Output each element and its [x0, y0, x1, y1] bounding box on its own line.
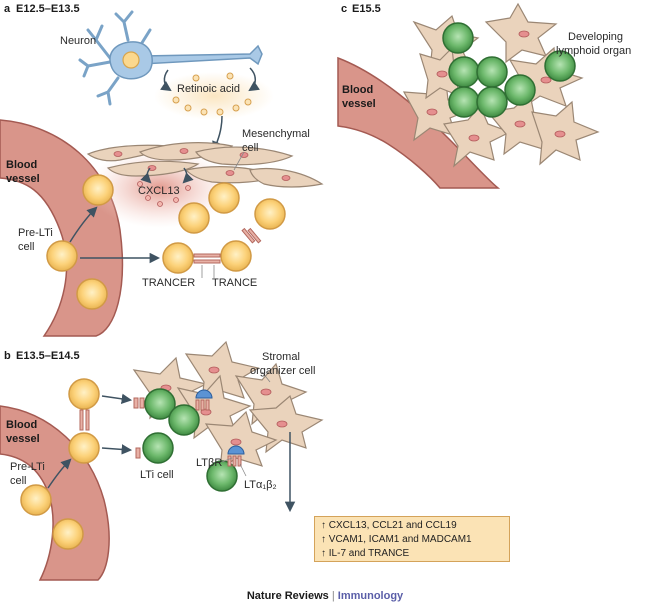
panel-b-letter: b [4, 350, 11, 362]
panel-c-stage: E15.5 [352, 3, 381, 15]
ltbr-receptors [195, 389, 245, 455]
ltbr-label: LTβR [196, 457, 222, 469]
neuron-label: Neuron [60, 35, 96, 47]
blood-vessel-b-label-2: vessel [6, 433, 40, 445]
up-arrow-icon: ↑ [321, 520, 326, 531]
pre-lti-label-a-1: Pre-LTi [18, 227, 53, 239]
panel-b-stage: E13.5–E14.5 [16, 350, 80, 362]
ltbr-pointer [221, 457, 233, 463]
journal-footer: Nature Reviews | Immunology [0, 590, 650, 602]
panel-a-stage: E12.5–E13.5 [16, 3, 80, 15]
blood-vessel-b-label-1: Blood [6, 419, 37, 431]
up-arrow-icon: ↑ [321, 534, 326, 545]
upregulated-item-1: CXCL13, CCL21 and CCL19 [328, 520, 457, 531]
blood-vessel-a-label-1: Blood [6, 159, 37, 171]
pre-lti-b-arrow-top [101, 393, 133, 405]
upregulated-line-3: ↑ IL-7 and TRANCE [321, 547, 503, 561]
pre-lti-cells-b [20, 378, 100, 550]
mesenchymal-nuclei [113, 148, 291, 181]
retinoic-acid-molecules [172, 72, 252, 116]
pre-lti-up-arrow [69, 206, 98, 243]
upregulated-genes-box: ↑ CXCL13, CCL21 and CCL19 ↑ VCAM1, ICAM1… [314, 516, 510, 562]
trancer-label: TRANCER [142, 277, 195, 289]
panel-c-letter: c [341, 3, 347, 15]
stromal-label-2: organizer cell [250, 365, 315, 377]
pre-lti-label-a-2: cell [18, 241, 35, 253]
mesenchymal-label-2: cell [242, 142, 259, 154]
upregulated-item-3: IL-7 and TRANCE [328, 548, 410, 559]
mesenchymal-label-1: Mesenchymal [242, 128, 310, 140]
panel-c: c E15.5 Blood vessel [337, 2, 631, 189]
trance-receptor-pairs-b [79, 397, 145, 459]
lti-cells-b [142, 388, 238, 492]
cxcl13-arrow-left [140, 167, 152, 184]
retinoic-acid-glow [154, 72, 274, 120]
lt-ligands [195, 399, 242, 467]
journal-name: Nature Reviews [246, 590, 329, 602]
panel-b: b E13.5–E14.5 Blood vessel Pre-LTi cell … [0, 340, 324, 581]
trance-receptor-pairs [193, 227, 262, 264]
pre-lti-b-arrow-bottom [101, 444, 133, 455]
journal-section: Immunology [337, 590, 404, 602]
developing-label-1: Developing [568, 31, 623, 43]
lti-cells-c [442, 22, 576, 118]
trance-label: TRANCE [212, 277, 257, 289]
upregulated-item-2: VCAM1, ICAM1 and MADCAM1 [328, 534, 472, 545]
ltab-pointer [239, 463, 247, 477]
blood-vessel-c-label-2: vessel [342, 98, 376, 110]
developing-label-2: lymphoid organ [556, 45, 631, 57]
blood-vessel-c-label-1: Blood [342, 84, 373, 96]
pre-lti-b-up-arrow [47, 458, 72, 489]
stromal-pointer [261, 371, 271, 383]
panel-a: a E12.5–E13.5 Blood vessel Neuron Retino… [0, 3, 324, 337]
upregulated-line-1: ↑ CXCL13, CCL21 and CCL19 [321, 519, 503, 533]
stromal-label-1: Stromal [262, 351, 300, 363]
cxcl13-molecules [137, 181, 191, 207]
cxcl13-label: CXCL13 [138, 185, 180, 197]
neuron [78, 10, 263, 106]
pre-lti-label-b-1: Pre-LTi [10, 461, 45, 473]
retinoic-acid-label: Retinoic acid [177, 83, 240, 95]
neuron-to-ra-arrow-left [160, 69, 172, 92]
panel-a-letter: a [4, 3, 11, 15]
blood-vessel-a-label-2: vessel [6, 173, 40, 185]
lti-cell-label: LTi cell [140, 469, 174, 481]
neuron-to-ra-arrow-right [248, 67, 260, 92]
footer-separator: | [331, 590, 335, 602]
cxcl13-arrow-right [182, 167, 194, 184]
pre-lti-cells-a [46, 174, 286, 310]
ltab-label: LTα₁β₂ [244, 479, 277, 491]
mesenchymal-pointer [233, 151, 245, 171]
up-arrow-icon: ↑ [321, 548, 326, 559]
pre-lti-label-b-2: cell [10, 475, 27, 487]
upregulated-line-2: ↑ VCAM1, ICAM1 and MADCAM1 [321, 533, 503, 547]
